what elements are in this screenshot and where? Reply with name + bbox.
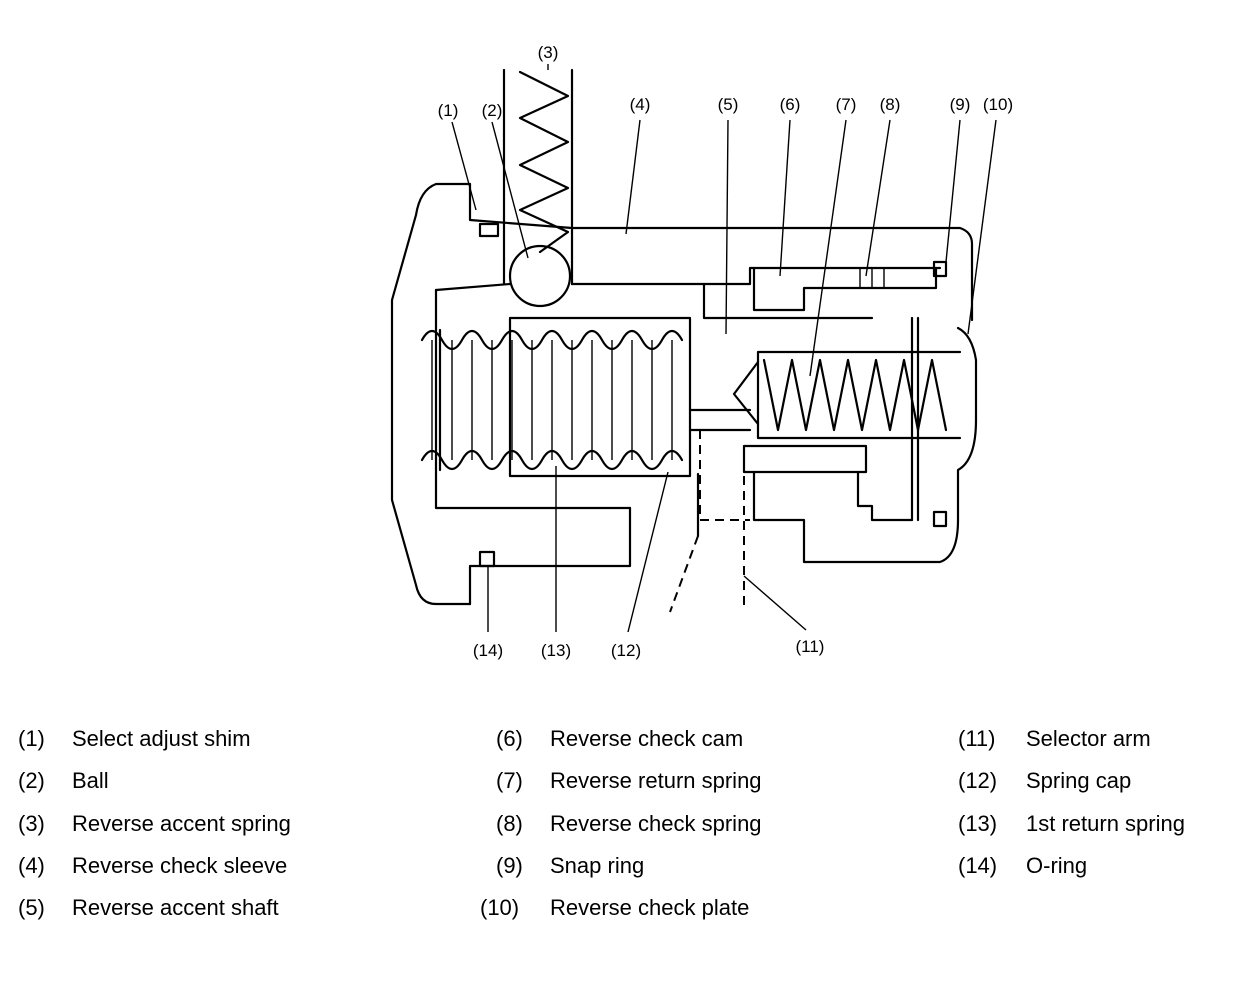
o-ring: [478, 550, 496, 568]
leader-lines: [451, 64, 997, 633]
callout-7: (7): [836, 95, 857, 114]
legend-number: (2): [18, 768, 45, 793]
legend-number: (13): [958, 811, 998, 836]
legend-label: Reverse check cam: [550, 726, 744, 751]
callout-8: (8): [880, 95, 901, 114]
callout-4: (4): [630, 95, 651, 114]
reverse-check-assembly-diagram: (3) (1) (2) (4) (5) (6) (7) (8) (9) (10)…: [390, 43, 1014, 660]
housing-outline: [390, 182, 978, 606]
spring-cap: [508, 316, 692, 478]
legend-number: (8): [496, 811, 523, 836]
snap-ring: [932, 260, 948, 278]
callout-2: (2): [482, 101, 503, 120]
legend-number: (14): [958, 853, 998, 878]
legend-label: Reverse check spring: [550, 811, 762, 836]
legend-label: 1st return spring: [1026, 811, 1185, 836]
callout-13: (13): [541, 641, 571, 660]
legend-number: (9): [496, 853, 523, 878]
legend-number: (3): [18, 811, 45, 836]
callout-14: (14): [473, 641, 503, 660]
ball: [508, 244, 572, 308]
reverse-return-spring: [732, 350, 962, 440]
callout-9: (9): [950, 95, 971, 114]
callout-5: (5): [718, 95, 739, 114]
legend-number: (7): [496, 768, 523, 793]
legend-number: (1): [18, 726, 45, 751]
callout-10: (10): [983, 95, 1013, 114]
callout-1: (1): [438, 101, 459, 120]
legend-label: Reverse check sleeve: [72, 853, 288, 878]
legend-label: O-ring: [1026, 853, 1088, 878]
legend-label: Select adjust shim: [72, 726, 251, 751]
callout-12: (12): [611, 641, 641, 660]
legend-label: Reverse accent shaft: [72, 895, 279, 920]
legend-label: Snap ring: [550, 853, 645, 878]
callout-labels: (3) (1) (2) (4) (5) (6) (7) (8) (9) (10)…: [438, 43, 1014, 660]
callout-6: (6): [780, 95, 801, 114]
first-return-spring: [420, 328, 684, 472]
legend-label: Ball: [72, 768, 109, 793]
legend-label: Spring cap: [1026, 768, 1132, 793]
reverse-accent-shaft: [688, 408, 752, 432]
legend-label: Reverse accent spring: [72, 811, 291, 836]
legend-number: (4): [18, 853, 45, 878]
legend-number: (11): [958, 726, 996, 751]
select-adjust-shim: [478, 222, 500, 238]
callout-3: (3): [538, 43, 559, 62]
legend-number: (6): [496, 726, 523, 751]
legend-number: (10): [480, 895, 520, 920]
reverse-check-spring: [859, 268, 885, 288]
legend-label: Reverse return spring: [550, 768, 762, 793]
reverse-check-cam: [752, 266, 938, 312]
legend-number: (12): [958, 768, 998, 793]
reverse-accent-spring: [502, 68, 574, 286]
legend-label: Reverse check plate: [550, 895, 750, 920]
legend-label: Selector arm: [1026, 726, 1151, 751]
callout-11: (11): [796, 637, 825, 656]
legend-number: (5): [18, 895, 45, 920]
